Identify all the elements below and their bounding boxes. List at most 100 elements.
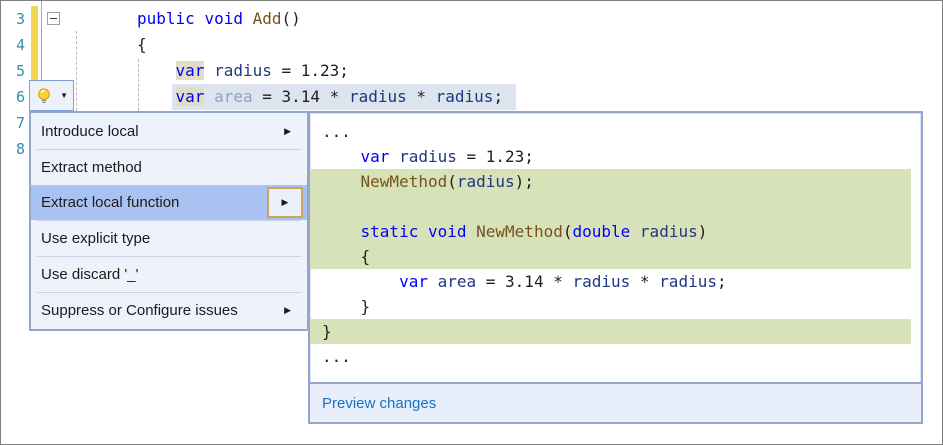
menu-item[interactable]: Suppress or Configure issues ▶ <box>31 293 307 328</box>
preview-code-line: NewMethod(radius); <box>310 169 911 194</box>
code-token: var <box>360 147 390 166</box>
code-token: ; <box>716 272 727 291</box>
line-number: 7 <box>15 114 25 132</box>
line-number: 4 <box>15 36 25 54</box>
code-token: = 3.14 * <box>476 272 573 291</box>
code-token: ... <box>322 347 351 366</box>
code-token: void <box>204 9 243 28</box>
code-token <box>137 87 176 106</box>
code-token: static <box>360 222 419 241</box>
code-token: NewMethod <box>360 172 448 191</box>
code-token: Add <box>252 9 282 28</box>
editor-code-line[interactable]: { <box>1 32 503 58</box>
preview-code-line: { <box>310 244 911 269</box>
quick-actions-lightbulb-button[interactable]: ▼ <box>29 80 74 111</box>
menu-separator <box>37 256 301 257</box>
code-token: radius <box>659 272 717 291</box>
code-token: area <box>437 272 477 291</box>
code-token: radius <box>456 172 515 191</box>
preview-changes-link[interactable]: Preview changes <box>322 394 437 412</box>
code-token <box>322 222 361 241</box>
menu-item[interactable]: Extract method <box>31 150 307 185</box>
code-token: void <box>427 222 467 241</box>
preview-code-line: var area = 3.14 * radius * radius; <box>310 269 921 294</box>
code-token: = 1.23; <box>456 147 534 166</box>
indent-guide <box>76 31 77 111</box>
menu-item-label: Extract local function <box>41 194 180 211</box>
code-token: ( <box>447 172 457 191</box>
code-token <box>322 172 361 191</box>
preview-code-line: ... <box>310 119 921 144</box>
code-token: ... <box>322 122 351 141</box>
code-token: { <box>137 35 147 54</box>
code-token: ) <box>697 222 708 241</box>
editor-code-lines: public void Add() { var radius = 1.23; va… <box>1 6 503 110</box>
code-token: } <box>322 322 332 341</box>
code-token: * <box>406 87 436 106</box>
menu-item[interactable]: Use discard '_' <box>31 257 307 292</box>
code-token: radius <box>572 272 631 291</box>
code-token: = 3.14 * <box>252 87 349 106</box>
preview-code-line <box>310 194 911 219</box>
refactoring-preview-popup: ... var radius = 1.23; NewMethod(radius)… <box>308 111 923 424</box>
menu-item-label: Use explicit type <box>41 230 151 247</box>
menu-separator <box>37 220 301 221</box>
code-token <box>418 222 428 241</box>
preview-code-line: } <box>310 294 921 319</box>
menu-separator <box>37 292 301 293</box>
menu-item[interactable]: Extract local function ▶ <box>31 185 307 220</box>
code-token <box>467 222 477 241</box>
code-token: var <box>399 272 428 291</box>
lightbulb-dropdown-arrow-icon[interactable]: ▼ <box>60 90 68 100</box>
outline-margin-divider <box>41 1 42 111</box>
code-token <box>243 9 253 28</box>
line-number: 3 <box>15 10 25 28</box>
line-number: 8 <box>15 140 25 158</box>
code-token: ); <box>514 172 534 191</box>
submenu-arrow-icon: ▶ <box>284 126 291 136</box>
editor-code-line[interactable]: public void Add() <box>1 6 503 32</box>
code-token: * <box>630 272 660 291</box>
code-token: () <box>281 9 301 28</box>
code-token: ( <box>562 222 573 241</box>
menu-item-label: Extract method <box>41 159 142 176</box>
submenu-expand-button[interactable]: ▶ <box>267 187 303 218</box>
menu-item-label: Use discard '_' <box>41 266 139 283</box>
code-token: public <box>137 9 195 28</box>
code-token <box>195 9 205 28</box>
code-token <box>322 147 361 166</box>
submenu-arrow-icon: ▶ <box>284 305 291 315</box>
code-token: radius <box>399 147 457 166</box>
code-fold-collapse-icon[interactable] <box>47 12 60 25</box>
submenu-arrow-icon: ▶ <box>281 197 289 207</box>
lightbulb-icon <box>38 87 50 103</box>
code-token <box>630 222 640 241</box>
menu-item[interactable]: Introduce local▶ <box>31 114 307 149</box>
line-number: 5 <box>15 62 25 80</box>
code-token <box>389 147 399 166</box>
code-token: radius <box>348 87 407 106</box>
code-token <box>137 61 176 80</box>
code-token: radius <box>639 222 698 241</box>
preview-code-line: static void NewMethod(double radius) <box>310 219 911 244</box>
code-token <box>204 61 214 80</box>
preview-footer: Preview changes <box>310 382 921 422</box>
code-token: var <box>175 87 205 106</box>
code-token: double <box>572 222 631 241</box>
menu-item-label: Suppress or Configure issues <box>41 302 238 319</box>
editor-code-line[interactable]: var area = 3.14 * radius * radius; <box>1 84 503 110</box>
editor-code-line[interactable]: var radius = 1.23; <box>1 58 503 84</box>
preview-code-line: ... <box>310 344 921 369</box>
code-token: area <box>214 87 253 106</box>
selected-line-highlight <box>172 84 516 110</box>
menu-item[interactable]: Use explicit type <box>31 221 307 256</box>
code-token: { <box>322 247 371 266</box>
preview-code-line: } <box>310 319 911 344</box>
preview-code-line: var radius = 1.23; <box>310 144 921 169</box>
code-token <box>204 87 214 106</box>
line-number: 6 <box>15 88 25 106</box>
code-token: radius <box>214 61 272 80</box>
